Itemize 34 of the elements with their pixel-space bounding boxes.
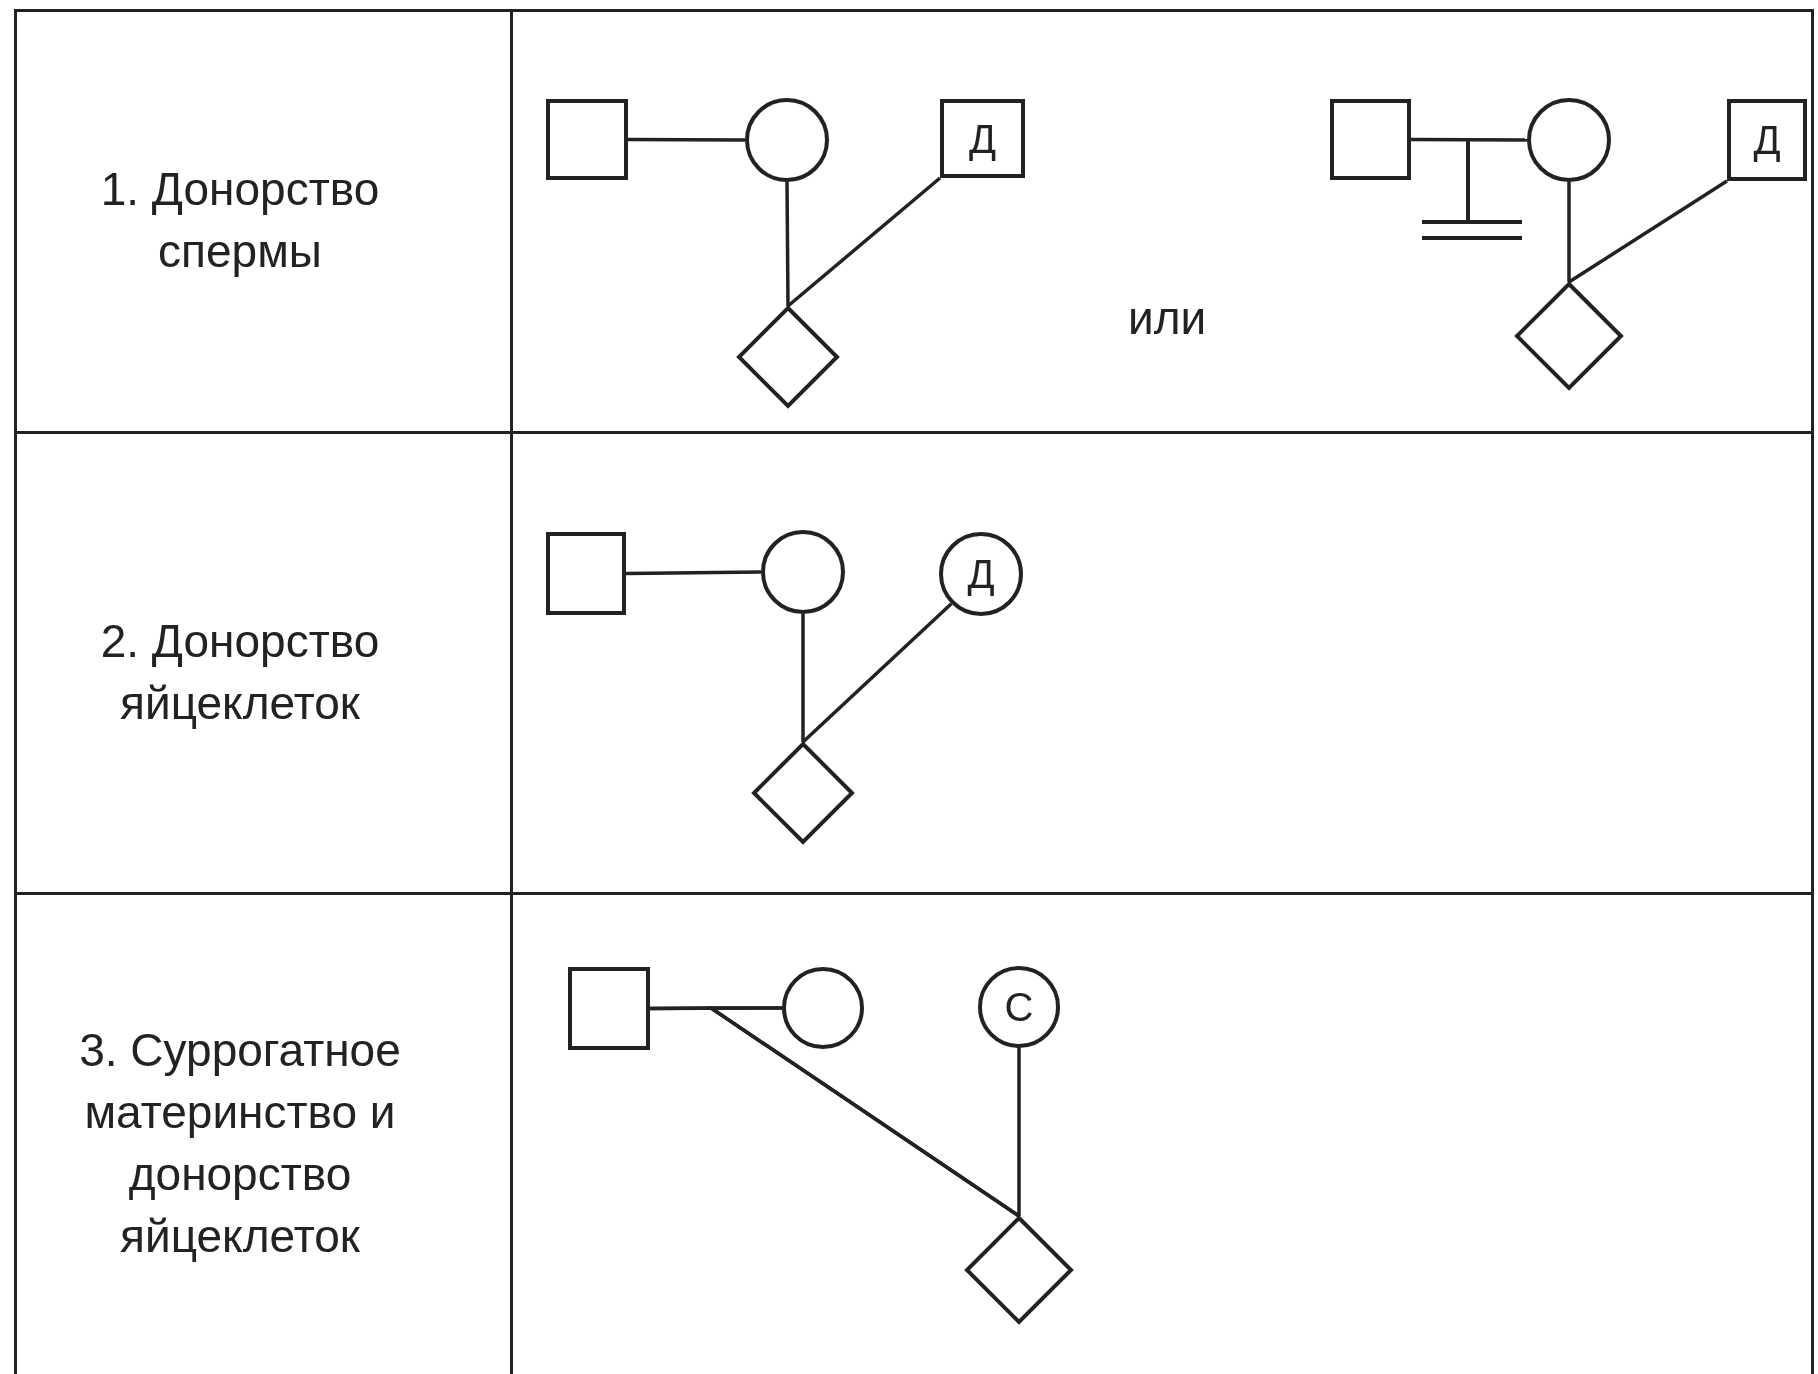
square-symbol [1330, 99, 1411, 180]
square-symbol [1727, 99, 1807, 181]
square-symbol [940, 99, 1025, 178]
symbol-letter: Д [1753, 120, 1781, 160]
diamond-symbol [1515, 282, 1623, 390]
circle-symbol [745, 98, 829, 182]
symbol-letter: Д [968, 118, 997, 159]
circle-symbol [782, 967, 864, 1049]
square-symbol [568, 967, 650, 1050]
diamond-symbol [965, 1216, 1073, 1324]
pedigree-line [1411, 137, 1527, 142]
pedigree-line [1568, 179, 1728, 284]
pedigree-line [785, 182, 790, 306]
diamond-symbol [752, 742, 854, 844]
circle-symbol [761, 530, 845, 614]
pedigree-line [801, 614, 805, 742]
pedigree-line [786, 176, 942, 308]
square-symbol [546, 99, 628, 180]
diamond-symbol [737, 306, 839, 408]
pedigree-line [1567, 182, 1571, 282]
symbol-letter: С [1004, 987, 1034, 1027]
pedigree-line [626, 570, 761, 576]
row-label: 1. Донорство спермы [99, 162, 381, 279]
pedigree-line [628, 137, 745, 142]
row-label: 3. Суррогатное материнство и донорство яйцеклеток [78, 1023, 402, 1264]
or-label: или [1128, 291, 1207, 346]
row-label: 2. Донорство яйцеклеток [99, 614, 381, 731]
pedigree-line [1017, 1048, 1021, 1216]
circle-symbol [978, 966, 1060, 1048]
square-symbol [546, 532, 626, 615]
pedigree-line [801, 602, 953, 744]
circle-symbol [1527, 98, 1611, 182]
circle-symbol [939, 532, 1023, 616]
symbol-letter: Д [967, 554, 995, 594]
